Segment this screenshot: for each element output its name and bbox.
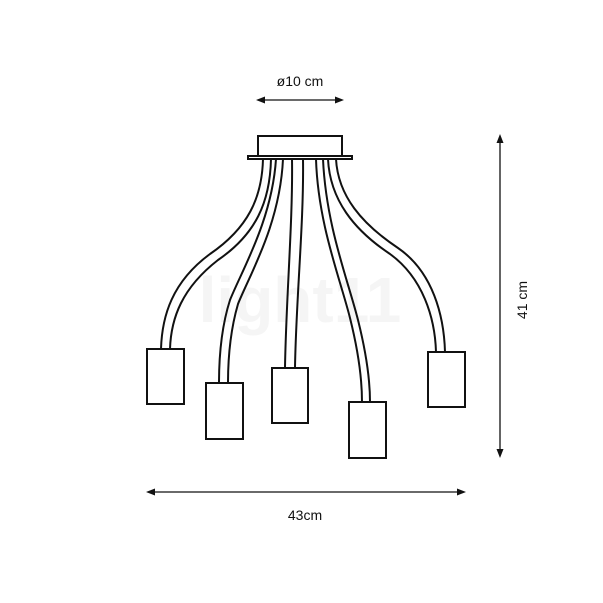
arm-4-inner	[322, 158, 371, 403]
arrowhead-left-icon	[256, 96, 265, 104]
arm-2-inner	[227, 158, 284, 384]
arrowhead-down-icon	[496, 449, 504, 458]
arrowhead-right-icon	[457, 488, 466, 496]
ceiling-canopy	[247, 135, 353, 160]
arm-1-inner	[169, 158, 272, 350]
arm-5-inner	[335, 158, 446, 353]
height-label: 41 cm	[514, 281, 530, 319]
lamp-head-5	[427, 351, 466, 408]
width-dimension: 43cm	[146, 488, 466, 523]
arm-3-inner	[294, 158, 305, 369]
lamp-arms	[160, 158, 446, 403]
lamp-head-1	[146, 348, 185, 405]
lamp-head-2	[205, 382, 244, 440]
arrowhead-right-icon	[335, 96, 344, 104]
arm-2	[218, 158, 277, 384]
canopy-diameter-label: ø10 cm	[277, 73, 324, 89]
arrowhead-left-icon	[146, 488, 155, 496]
canopy-diameter-dimension: ø10 cm	[256, 73, 344, 104]
lamp-head-4	[348, 401, 387, 459]
width-label: 43cm	[288, 507, 322, 523]
arm-5	[327, 158, 437, 353]
height-dimension: 41 cm	[496, 134, 530, 458]
arm-1	[160, 158, 264, 350]
arrowhead-up-icon	[496, 134, 504, 143]
lamp-heads	[146, 348, 466, 459]
arm-3	[284, 158, 294, 369]
lamp-head-3	[271, 367, 309, 424]
arm-4	[315, 158, 363, 403]
